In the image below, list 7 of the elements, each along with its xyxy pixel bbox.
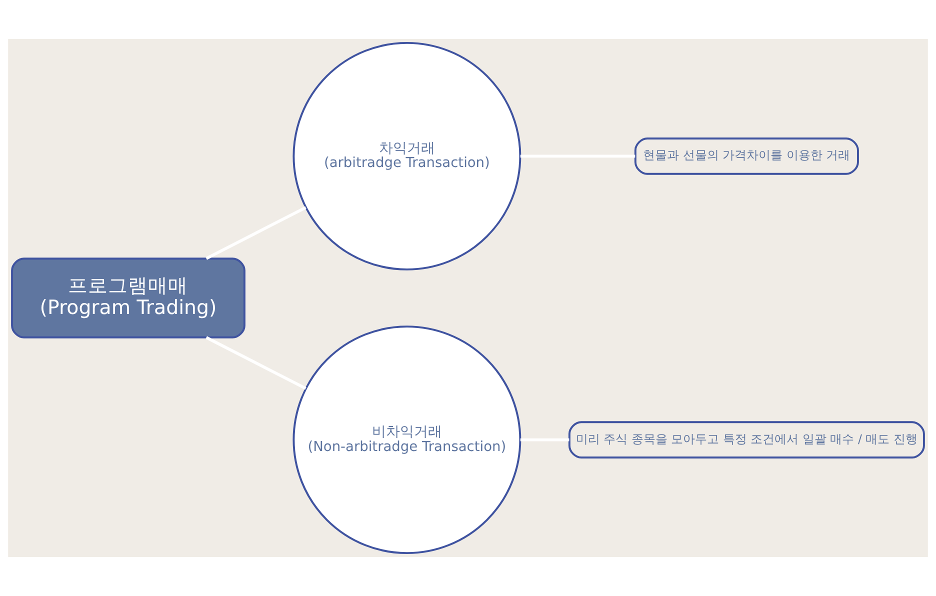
node-box: 프로그램매매 (Program Trading) bbox=[11, 258, 246, 338]
node-circle: 차익거래 (arbitradge Transaction) bbox=[292, 42, 522, 270]
node-circle: 비차익거래 (Non-arbitradge Transaction) bbox=[292, 326, 522, 554]
node-box: 미리 주식 종목을 모아두고 특정 조건에서 일괄 매수 / 매도 진행 bbox=[568, 421, 925, 459]
connector bbox=[206, 336, 306, 390]
node-box: 현물과 선물의 가격차이를 이용한 거래 bbox=[634, 137, 859, 175]
connector bbox=[206, 206, 306, 260]
